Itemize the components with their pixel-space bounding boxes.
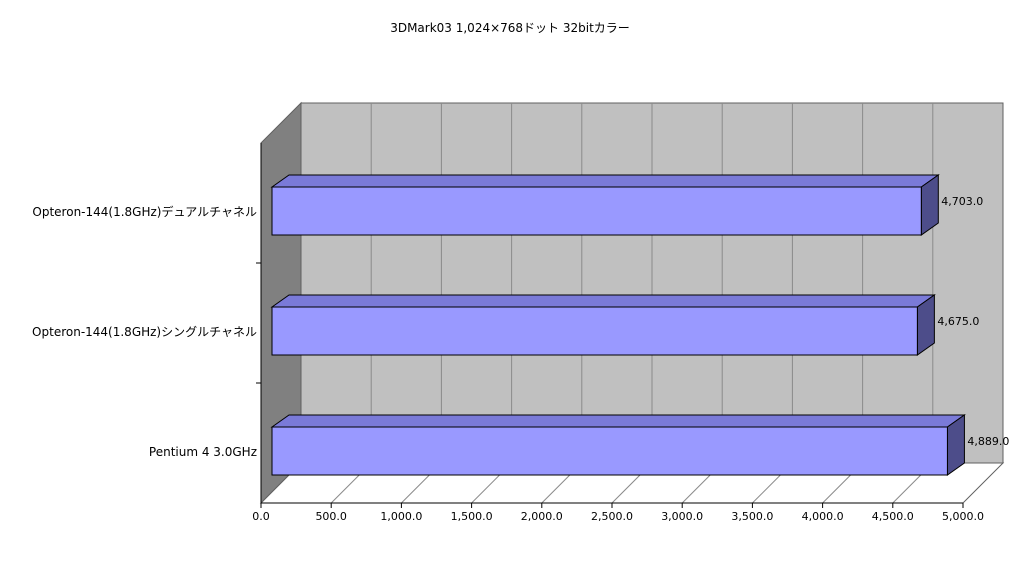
bar [270, 414, 966, 476]
x-tick-label: 4,500.0 [872, 510, 914, 523]
bar-top-face [270, 294, 936, 308]
data-labels: 4,703.0 4,675.0 4,889.0 [937, 195, 1009, 448]
y-axis-category-labels: Opteron-144(1.8GHz)デュアルチャネル Opteron-144(1… [32, 204, 257, 459]
x-tick-label: 2,000.0 [521, 510, 563, 523]
bar-value-label: 4,675.0 [937, 315, 979, 328]
bar [270, 174, 940, 236]
chart-title: 3DMark03 1,024×768ドット 32bitカラー [390, 21, 630, 35]
x-tick-label: 0.0 [252, 510, 270, 523]
bar-top-face [270, 174, 940, 188]
bar-front-face [271, 426, 948, 476]
y-category-label: Opteron-144(1.8GHz)シングルチャネル [32, 325, 257, 339]
bar-top-face [270, 414, 966, 428]
x-tick-label: 4,000.0 [802, 510, 844, 523]
bars [270, 174, 966, 476]
bar-value-label: 4,703.0 [941, 195, 983, 208]
x-tick-label: 2,500.0 [591, 510, 633, 523]
bar-value-label: 4,889.0 [967, 435, 1009, 448]
x-axis-tick-labels: 0.0 500.0 1,000.0 1,500.0 2,000.0 2,500.0 3,00… [252, 510, 984, 523]
x-tick-label: 5,000.0 [942, 510, 984, 523]
x-tick-label: 500.0 [315, 510, 347, 523]
bar-front-face [271, 186, 922, 236]
x-tick-label: 1,000.0 [380, 510, 422, 523]
x-tick-label: 3,500.0 [731, 510, 773, 523]
bar [270, 294, 936, 356]
y-category-label: Pentium 4 3.0GHz [149, 445, 257, 459]
x-tick-label: 3,000.0 [661, 510, 703, 523]
x-tick-label: 1,500.0 [451, 510, 493, 523]
bar-front-face [271, 306, 918, 356]
y-category-label: Opteron-144(1.8GHz)デュアルチャネル [32, 204, 257, 219]
